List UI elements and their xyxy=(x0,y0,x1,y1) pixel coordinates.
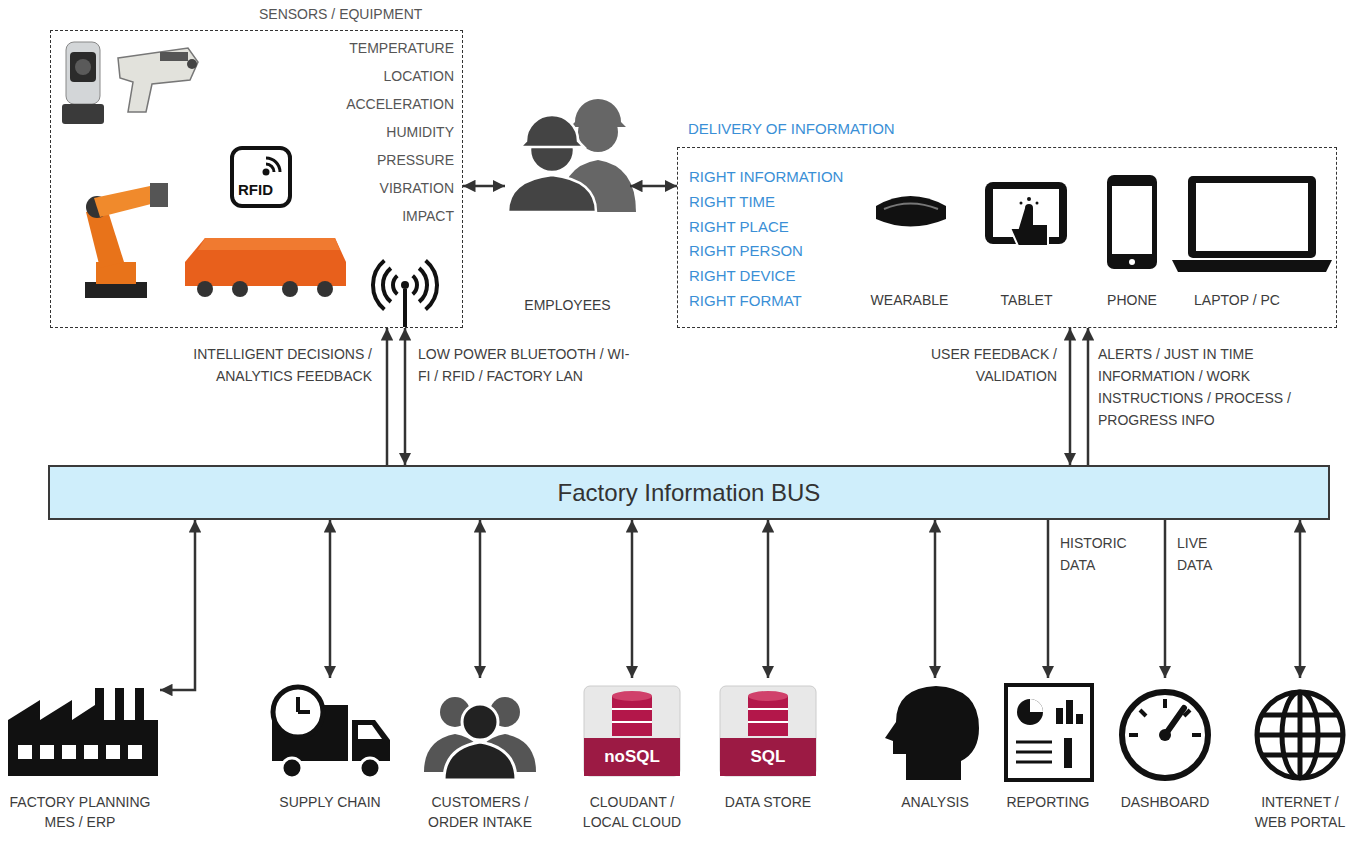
phone-icon xyxy=(1107,175,1157,269)
group-heading: DELIVERY OF INFORMATION xyxy=(688,119,895,139)
edge-label: LIVE DATA xyxy=(1177,532,1237,576)
system-node: ANALYSIS xyxy=(885,678,985,835)
employees-icon xyxy=(508,99,636,212)
laser-tracker xyxy=(62,42,104,124)
edge-label: USER FEEDBACK / VALIDATION xyxy=(895,343,1057,387)
robot-arm xyxy=(85,183,168,298)
delivery-rule: RIGHT TIME xyxy=(689,192,775,212)
connector-arrow xyxy=(463,185,505,188)
node-caption: WEARABLE xyxy=(865,290,955,310)
connector-arrow xyxy=(934,520,937,678)
device-node: PHONE xyxy=(1095,177,1170,312)
node-caption: DATA STORE xyxy=(713,792,823,812)
transport-vehicle xyxy=(185,238,346,297)
employees-node: EMPLOYEES xyxy=(505,92,630,318)
dashboard-gauge-icon xyxy=(1122,692,1208,778)
node-caption: EMPLOYEES xyxy=(505,295,630,315)
system-node: DASHBOARD xyxy=(1115,678,1215,835)
system-node: INTERNET / WEB PORTAL xyxy=(1248,678,1352,835)
connector-arrow xyxy=(160,520,195,690)
sensor-type: TEMPERATURE xyxy=(349,38,454,58)
system-node: REPORTING xyxy=(998,678,1098,835)
connector-arrow xyxy=(767,520,770,678)
connector-arrow xyxy=(404,328,407,465)
node-caption: INTERNET / WEB PORTAL xyxy=(1248,792,1352,832)
sensor-type: VIBRATION xyxy=(380,178,454,198)
information-bus: Factory Information BUS xyxy=(48,465,1330,520)
sensor-type: PRESSURE xyxy=(377,150,454,170)
node-caption: REPORTING xyxy=(998,792,1098,812)
device-node: WEARABLE xyxy=(865,177,955,312)
node-caption: TABLET xyxy=(982,290,1072,310)
database-type: SQL xyxy=(713,747,823,767)
sensor-type: LOCATION xyxy=(383,66,454,86)
sensor-group: SENSORS / EQUIPMENTTEMPERATURELOCATIONAC… xyxy=(50,30,463,328)
group-heading: SENSORS / EQUIPMENT xyxy=(259,4,422,24)
node-caption: DASHBOARD xyxy=(1115,792,1215,812)
delivery-rule: RIGHT INFORMATION xyxy=(689,167,843,187)
truck-icon xyxy=(272,687,390,778)
edge-label: INTELLIGENT DECISIONS / ANALYTICS FEEDBA… xyxy=(147,343,372,387)
edge-label: ALERTS / JUST IN TIME INFORMATION / WORK… xyxy=(1098,343,1338,431)
connector-arrow xyxy=(386,328,389,465)
edge-label: HISTORIC DATA xyxy=(1060,532,1140,576)
device-node: TABLET xyxy=(982,177,1072,312)
connector-arrow xyxy=(1069,328,1072,465)
laptop-icon xyxy=(1172,176,1332,272)
edge-label: LOW POWER BLUETOOTH / WI-FI / RFID / FAC… xyxy=(418,343,633,387)
connector-arrow xyxy=(1087,328,1090,465)
node-caption: SUPPLY CHAIN xyxy=(270,792,390,812)
delivery-rule: RIGHT PLACE xyxy=(689,217,789,237)
delivery-rule: RIGHT PERSON xyxy=(689,241,803,261)
connector-arrow xyxy=(1299,520,1302,678)
node-caption: FACTORY PLANNING MES / ERP xyxy=(0,792,160,832)
delivery-rule: RIGHT FORMAT xyxy=(689,291,802,311)
node-caption: CLOUDANT / LOCAL CLOUD xyxy=(574,792,690,832)
system-node: SUPPLY CHAIN xyxy=(270,678,390,835)
connector-arrow xyxy=(479,520,482,678)
node-caption: PHONE xyxy=(1095,290,1170,310)
node-caption: ANALYSIS xyxy=(885,792,985,812)
customers-icon xyxy=(424,697,536,780)
delivery-rule: RIGHT DEVICE xyxy=(689,266,795,286)
connector-arrow xyxy=(1164,520,1167,678)
database-type: noSQL xyxy=(574,747,690,767)
system-node: FACTORY PLANNING MES / ERP xyxy=(0,678,160,835)
report-icon xyxy=(1006,685,1092,780)
sensor-type: HUMIDITY xyxy=(386,122,454,142)
factory-icon xyxy=(8,688,158,776)
database-node: SQL DATA STORE xyxy=(713,678,823,835)
sensor-type: IMPACT xyxy=(402,206,454,226)
antenna-symbol xyxy=(373,261,437,328)
sensor-type: ACCELERATION xyxy=(346,94,454,114)
node-caption: LAPTOP / PC xyxy=(1175,290,1300,310)
globe-icon xyxy=(1257,692,1343,778)
part-label: RFID xyxy=(238,181,273,199)
delivery-group: DELIVERY OF INFORMATIONRIGHT INFORMATION… xyxy=(677,147,1337,328)
connector-arrow xyxy=(329,520,332,678)
connector-arrow xyxy=(631,520,634,678)
rfid-icon xyxy=(232,148,290,206)
connector-arrow xyxy=(1047,520,1050,678)
system-node: CUSTOMERS / ORDER INTAKE xyxy=(420,678,540,835)
tablet-icon xyxy=(985,182,1067,246)
wearable-icon xyxy=(876,196,946,227)
device-node: LAPTOP / PC xyxy=(1175,177,1300,312)
database-node: noSQL CLOUDANT / LOCAL CLOUD xyxy=(574,678,690,835)
connector-arrow xyxy=(630,185,677,188)
analysis-head-icon xyxy=(885,686,979,780)
scanner xyxy=(118,48,198,112)
node-caption: CUSTOMERS / ORDER INTAKE xyxy=(420,792,540,832)
bus-title: Factory Information BUS xyxy=(558,479,821,507)
